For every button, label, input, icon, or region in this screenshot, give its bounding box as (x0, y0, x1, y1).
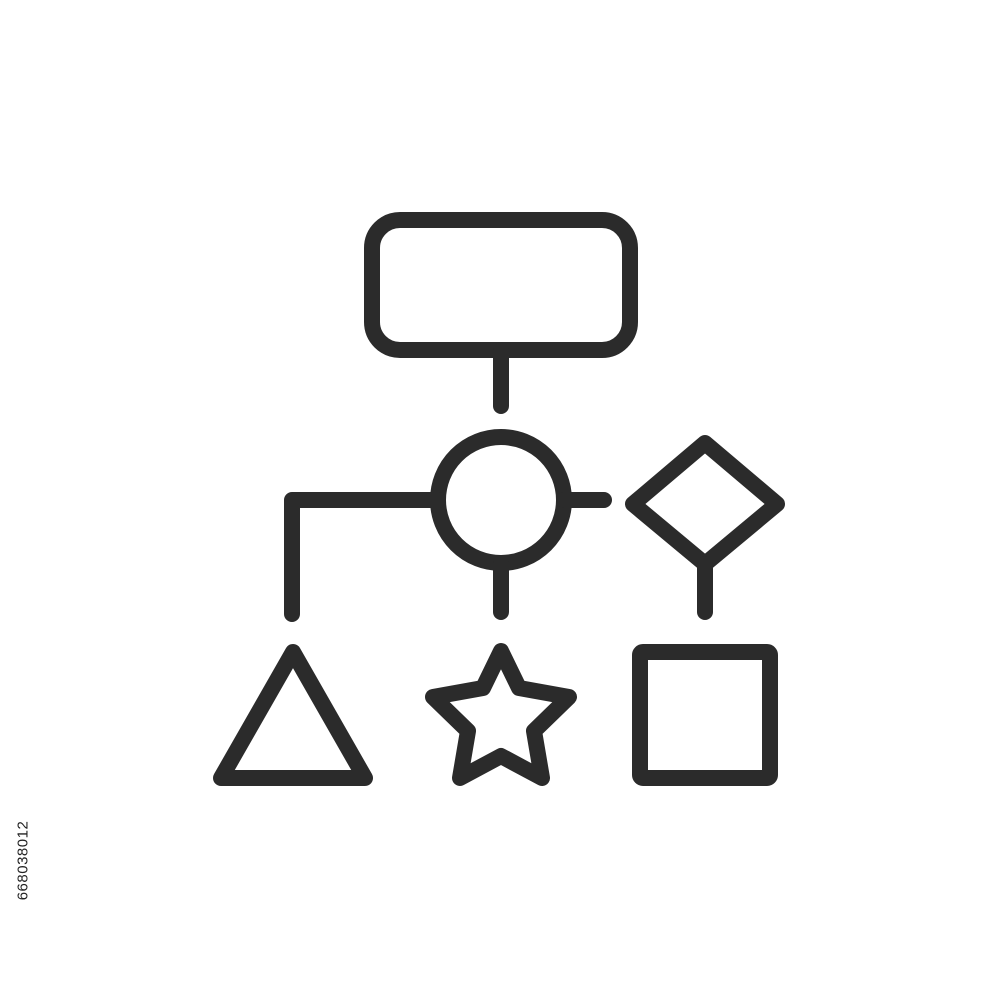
square-icon (632, 644, 778, 786)
elbow-connector (284, 492, 446, 622)
stock-id-label: 668038012 (13, 760, 33, 960)
stock-id-text: 668038012 (14, 820, 32, 900)
process-box-icon (364, 212, 638, 358)
star-icon (425, 643, 577, 786)
hub-circle-icon (430, 429, 572, 571)
decision-diamond-icon (625, 435, 785, 572)
triangle-icon (213, 644, 373, 786)
